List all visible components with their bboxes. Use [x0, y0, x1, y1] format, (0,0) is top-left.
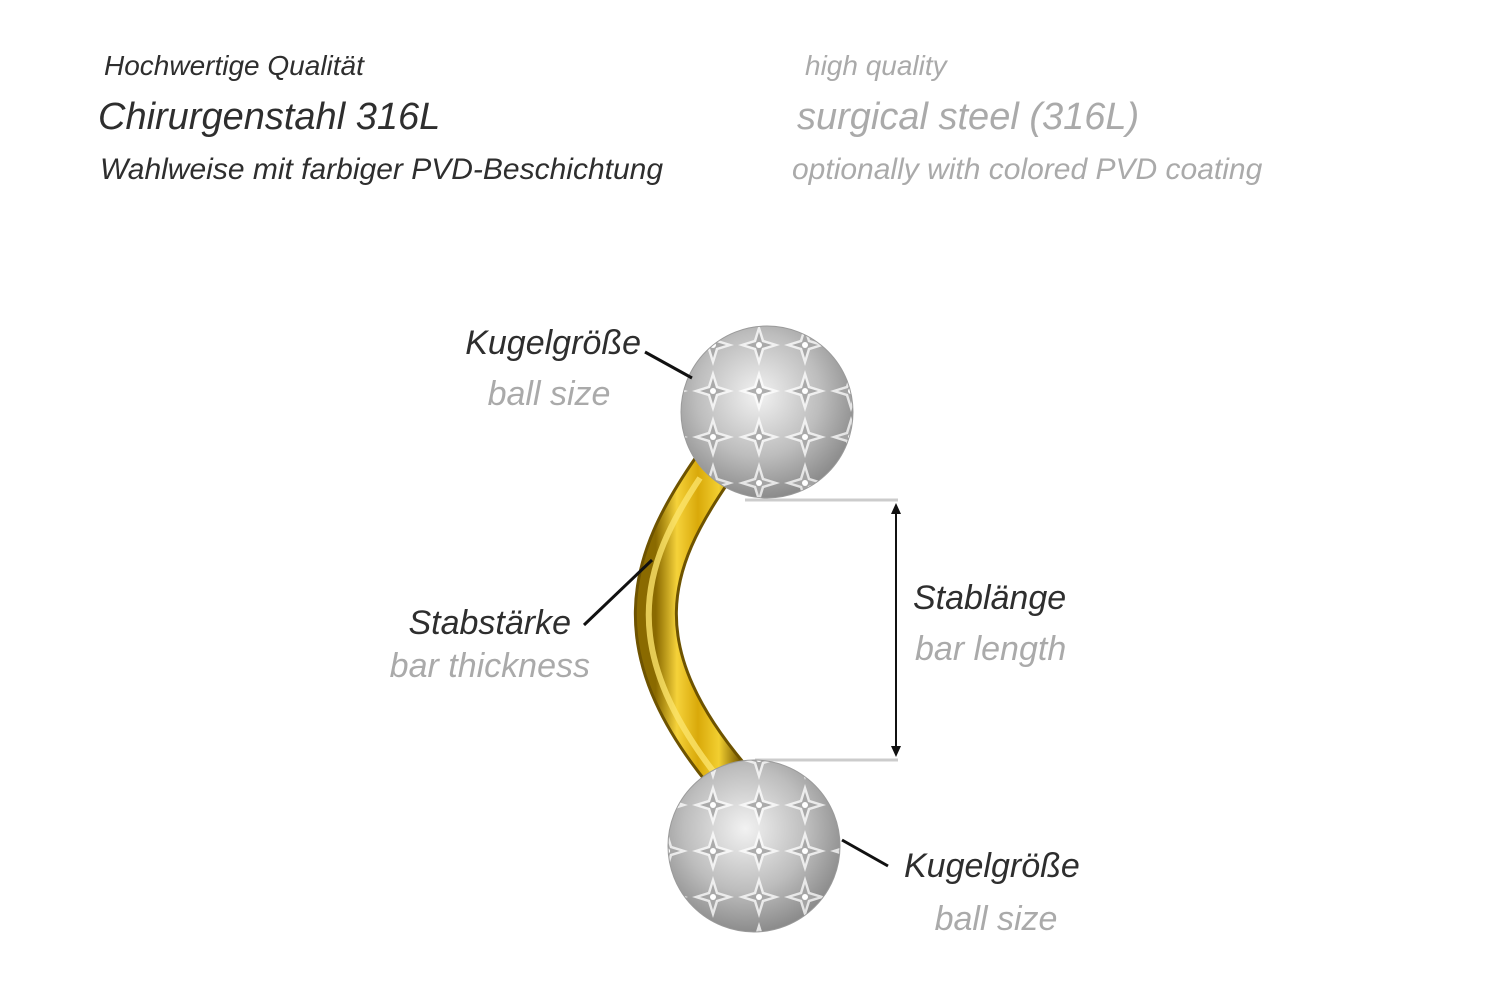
quality-de: Hochwertige Qualität: [104, 50, 365, 81]
ball-bottom-label-en: ball size: [935, 900, 1058, 938]
ball-top-leader-line: [644, 350, 693, 380]
bar-length-label-en: bar length: [915, 630, 1066, 668]
curved-bar: [636, 459, 755, 803]
bottom-crystal-ball: [667, 759, 841, 933]
bar-length-label-de: Stablänge: [913, 579, 1066, 617]
quality-en: high quality: [805, 50, 949, 81]
material-en: surgical steel (316L): [797, 96, 1139, 138]
bar-thickness-leader-line: [582, 558, 654, 627]
ball-bottom-label-de: Kugelgröße: [904, 847, 1080, 885]
coating-de: Wahlweise mit farbiger PVD-Beschichtung: [100, 153, 663, 186]
ball-bottom-leader-line: [841, 838, 889, 868]
coating-en: optionally with colored PVD coating: [792, 153, 1263, 186]
ball-top-label-en: ball size: [488, 375, 611, 413]
ball-top-label-de: Kugelgröße: [465, 324, 641, 362]
bar-thickness-label-en: bar thickness: [390, 647, 590, 685]
bar-thickness-label-de: Stabstärke: [408, 604, 571, 642]
material-de: Chirurgenstahl 316L: [98, 96, 440, 138]
bar-length-arrow: [891, 503, 901, 757]
top-crystal-ball: [680, 325, 854, 499]
bar-highlight: [645, 476, 731, 792]
